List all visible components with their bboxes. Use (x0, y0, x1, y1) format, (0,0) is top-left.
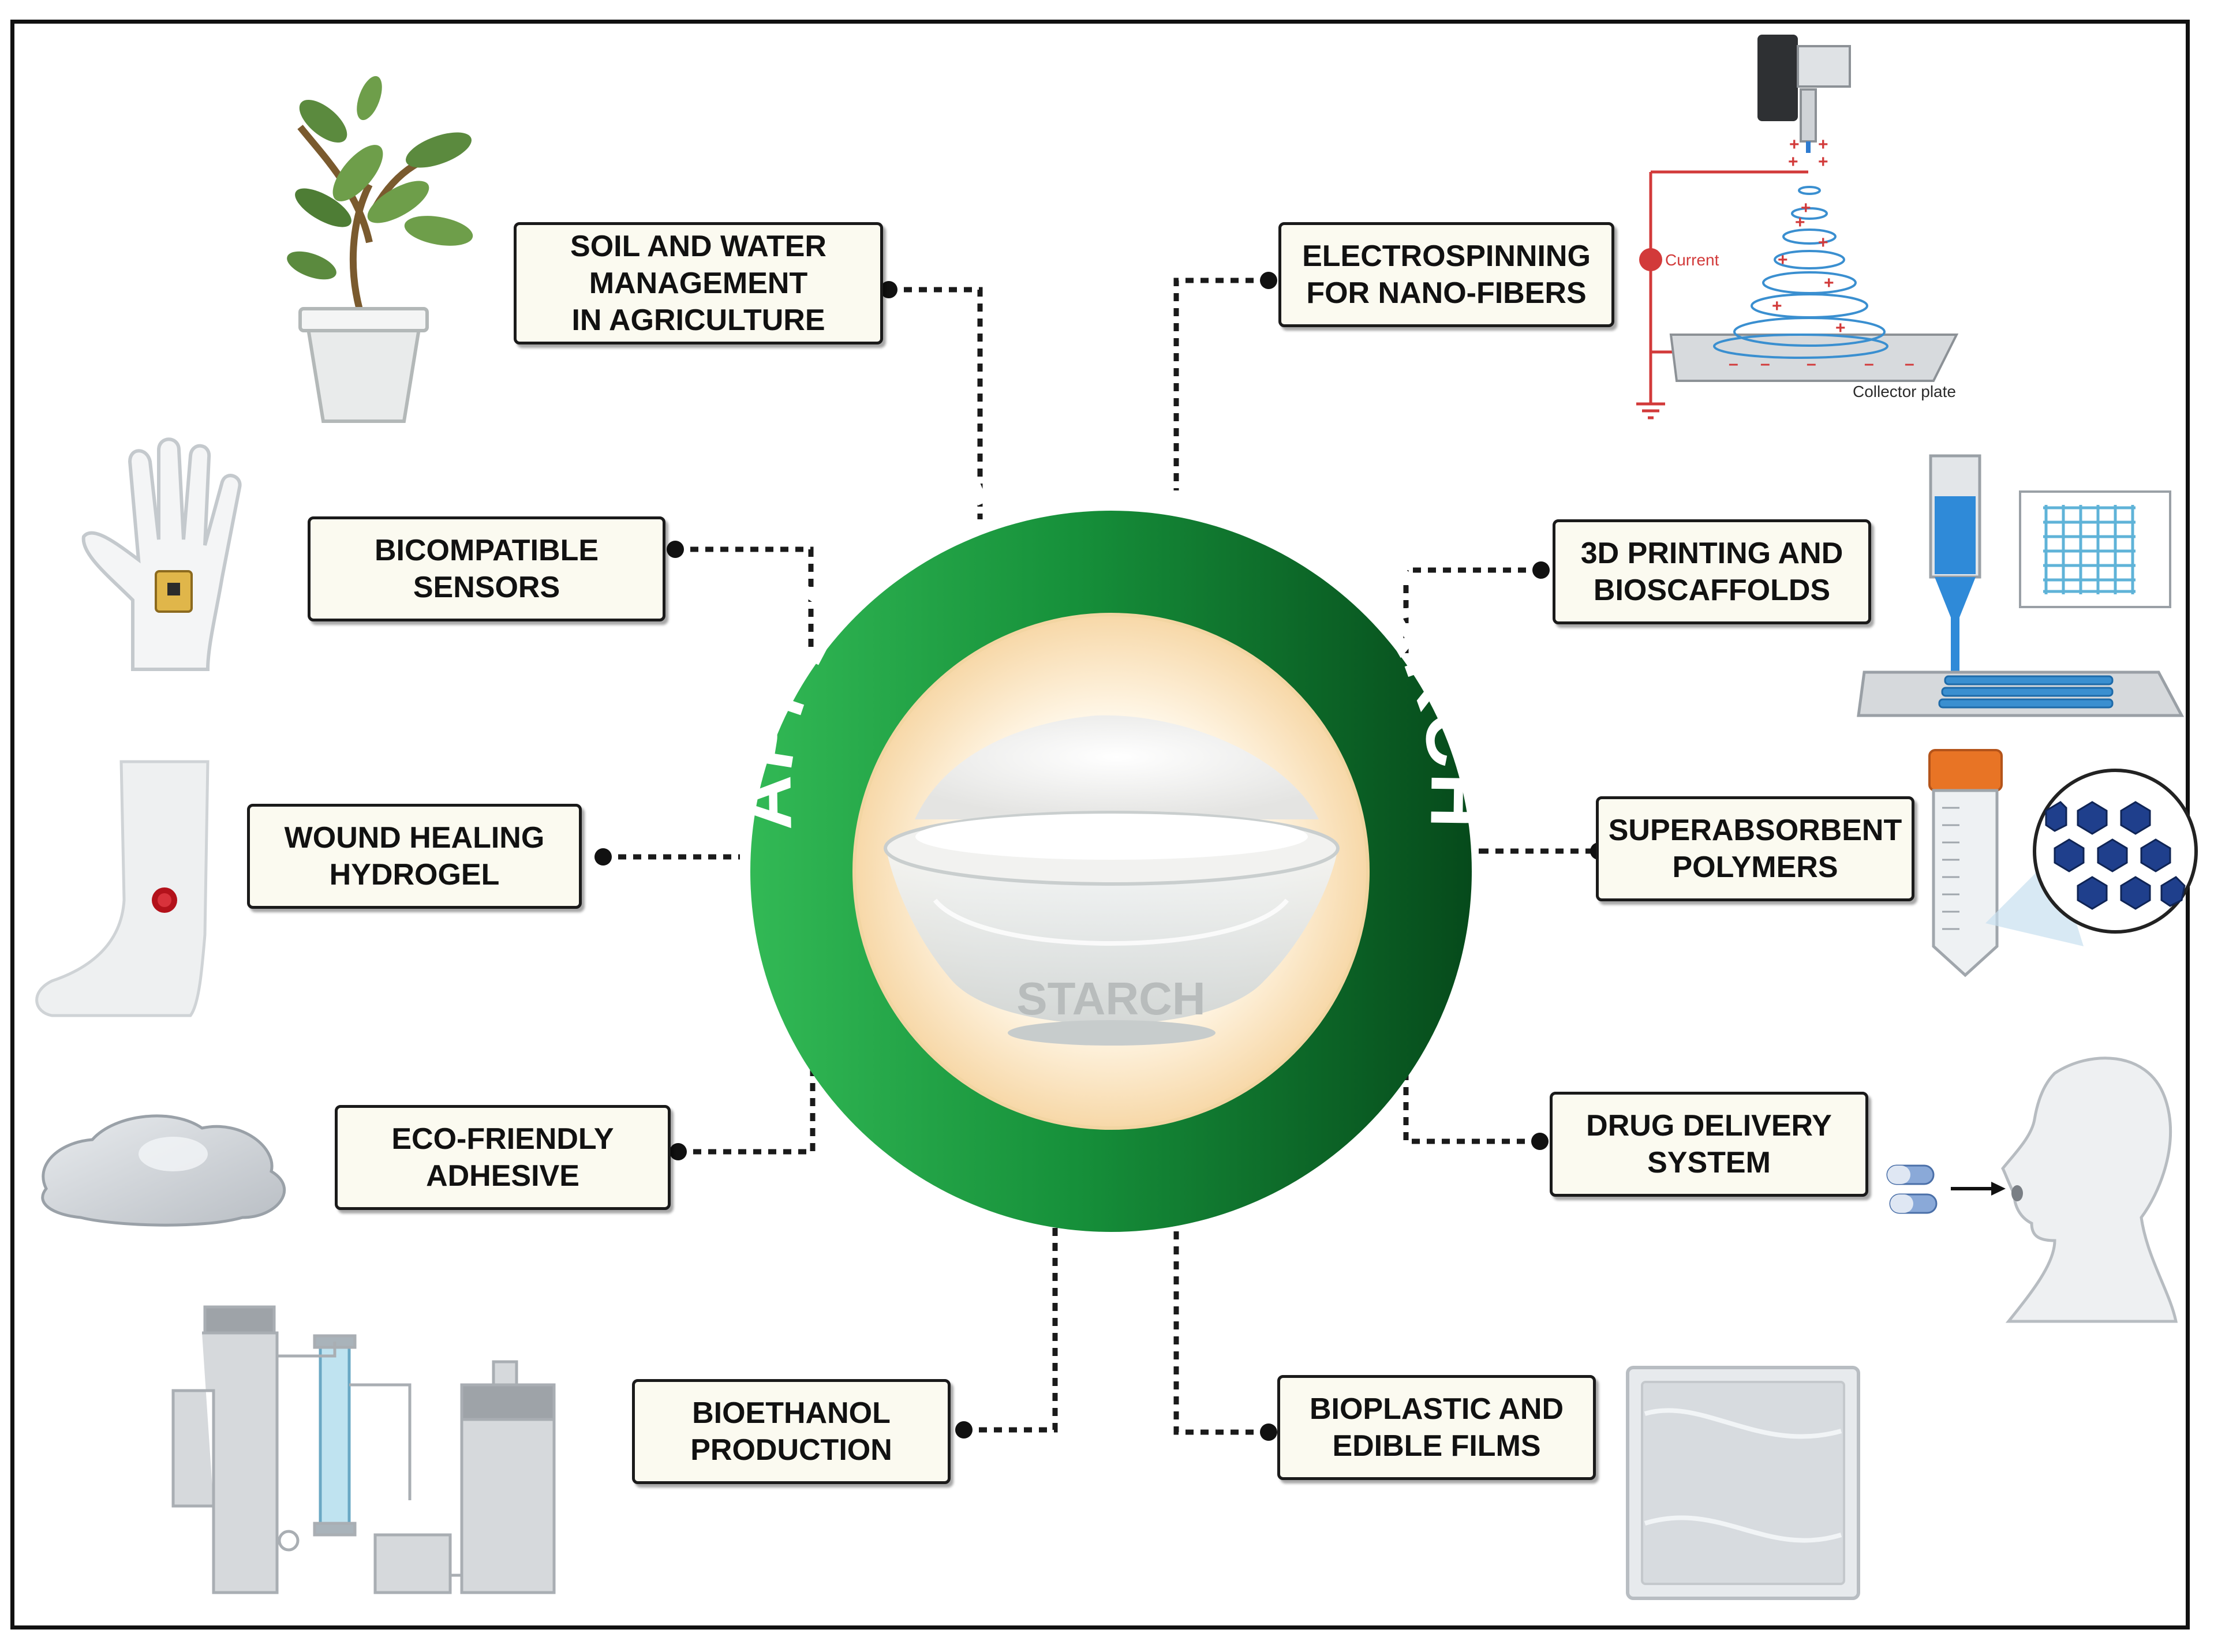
svg-text:–: – (1807, 354, 1816, 373)
label-line: BIOPLASTIC AND (1309, 1392, 1564, 1426)
label-adhesive: ECO-FRIENDLY ADHESIVE (335, 1105, 671, 1210)
label-line: ADHESIVE (426, 1159, 579, 1193)
3d-printer-icon (1857, 454, 2185, 717)
connector-electrospinning (1173, 278, 1269, 490)
label-bioethanol: BIOETHANOL PRODUCTION (632, 1379, 951, 1484)
pill-ingestion-icon (1886, 1057, 2178, 1323)
centrifuge-tube-icon (1928, 749, 2198, 977)
label-superabsorbent: SUPERABSORBENT POLYMERS (1596, 796, 1914, 901)
film-sheet-icon (1626, 1366, 1860, 1600)
svg-text:+: + (1818, 135, 1828, 154)
label-line: BIOSCAFFOLDS (1593, 574, 1831, 607)
label-line: PRODUCTION (690, 1433, 892, 1467)
label-line: SUPERABSORBENT (1608, 814, 1902, 847)
label-line: BIOETHANOL (692, 1396, 891, 1430)
label-line: ECO-FRIENDLY (391, 1122, 614, 1156)
label-wound: WOUND HEALING HYDROGEL (247, 804, 582, 909)
label-line: SOIL AND WATER (570, 230, 826, 263)
svg-text:+: + (1789, 135, 1800, 154)
label-line: ELECTROSPINNING (1302, 239, 1591, 273)
starch-bowl-icon (884, 715, 1340, 1046)
connector-drug (1403, 1044, 1540, 1144)
svg-text:+: + (1824, 274, 1834, 293)
svg-text:–: – (1729, 354, 1738, 373)
svg-text:+: + (1778, 250, 1788, 269)
svg-text:+: + (1801, 198, 1811, 218)
current-label: Current (1665, 251, 1719, 269)
label-line: FOR NANO-FIBERS (1306, 276, 1587, 310)
svg-text:+: + (1818, 233, 1828, 252)
label-line: HYDROGEL (329, 858, 500, 891)
label-line: BICOMPATIBLE (374, 534, 599, 567)
svg-text:+: + (1788, 152, 1798, 171)
svg-text:–: – (1905, 354, 1914, 373)
connector-sensors (675, 546, 814, 655)
label-line: WOUND HEALING (284, 821, 545, 855)
connector-printing (1403, 567, 1541, 658)
label-soil-water: SOIL AND WATER MANAGEMENT IN AGRICULTURE (514, 222, 883, 344)
starch-bowl-label: STARCH (1016, 973, 1205, 1024)
adhesive-blob-icon (41, 1114, 286, 1227)
svg-text:+: + (1772, 297, 1782, 316)
label-bioplastic: BIOPLASTIC AND EDIBLE FILMS (1277, 1375, 1596, 1480)
label-line: DRUG DELIVERY (1586, 1109, 1832, 1142)
svg-text:–: – (1864, 354, 1874, 373)
connector-adhesive (678, 1056, 816, 1155)
label-line: IN AGRICULTURE (571, 304, 825, 337)
label-line: EDIBLE FILMS (1332, 1429, 1541, 1463)
label-sensors: BICOMPATIBLE SENSORS (308, 516, 665, 621)
label-electrospinning: ELECTROSPINNING FOR NANO-FIBERS (1278, 222, 1614, 327)
distillation-icon (171, 1305, 556, 1594)
svg-text:+: + (1835, 319, 1846, 338)
connector-bioplastic (1173, 1203, 1269, 1435)
svg-text:+: + (1795, 213, 1805, 232)
connector-bioethanol (964, 1203, 1058, 1433)
svg-text:+: + (1818, 152, 1828, 171)
hand-sensor-icon (81, 437, 242, 671)
label-drug-delivery: DRUG DELIVERY SYSTEM (1550, 1092, 1868, 1197)
connector-soil (889, 287, 983, 519)
label-line: SENSORS (413, 571, 560, 604)
potted-plant-icon (287, 76, 473, 423)
label-line: 3D PRINTING AND (1580, 537, 1843, 570)
label-3d-printing: 3D PRINTING AND BIOSCAFFOLDS (1553, 519, 1871, 624)
electrospinning-icon: ++ ++ +++ +++ +–– ––– (1636, 35, 1959, 419)
label-line: MANAGEMENT (589, 267, 808, 300)
leg-wound-icon (35, 760, 210, 1017)
label-line: SYSTEM (1647, 1146, 1771, 1179)
collector-plate-label: Collector plate (1853, 383, 1956, 400)
svg-text:–: – (1760, 354, 1770, 373)
label-line: POLYMERS (1672, 851, 1838, 884)
